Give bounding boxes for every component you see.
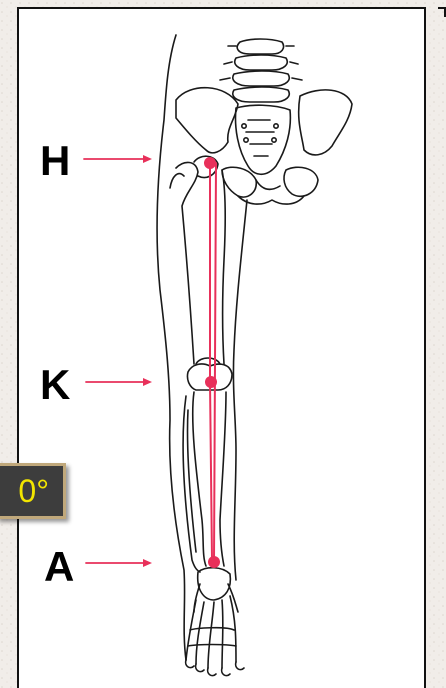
ankle-label: A (44, 546, 74, 588)
femur (170, 156, 225, 364)
ankle-center-marker (208, 556, 220, 568)
axis-line (210, 382, 212, 560)
inner-leg-outline (233, 200, 247, 580)
tibia-fibula (183, 392, 226, 572)
hip-label: H (40, 140, 70, 182)
pointer-arrows (84, 155, 152, 567)
ankle-arrow-head (143, 559, 152, 567)
knee-label: K (40, 364, 70, 406)
foot-bones (186, 568, 244, 676)
hip-center-marker (204, 157, 216, 169)
axis-line (214, 163, 216, 562)
leg-outline (157, 35, 186, 660)
angle-badge: 0° (0, 463, 66, 519)
pelvis (176, 88, 352, 204)
hip-arrow-head (143, 155, 152, 163)
lumbar-spine (220, 39, 302, 102)
knee-arrow-head (143, 378, 152, 386)
knee-center-marker (205, 376, 217, 388)
mechanical-axis (210, 163, 216, 562)
